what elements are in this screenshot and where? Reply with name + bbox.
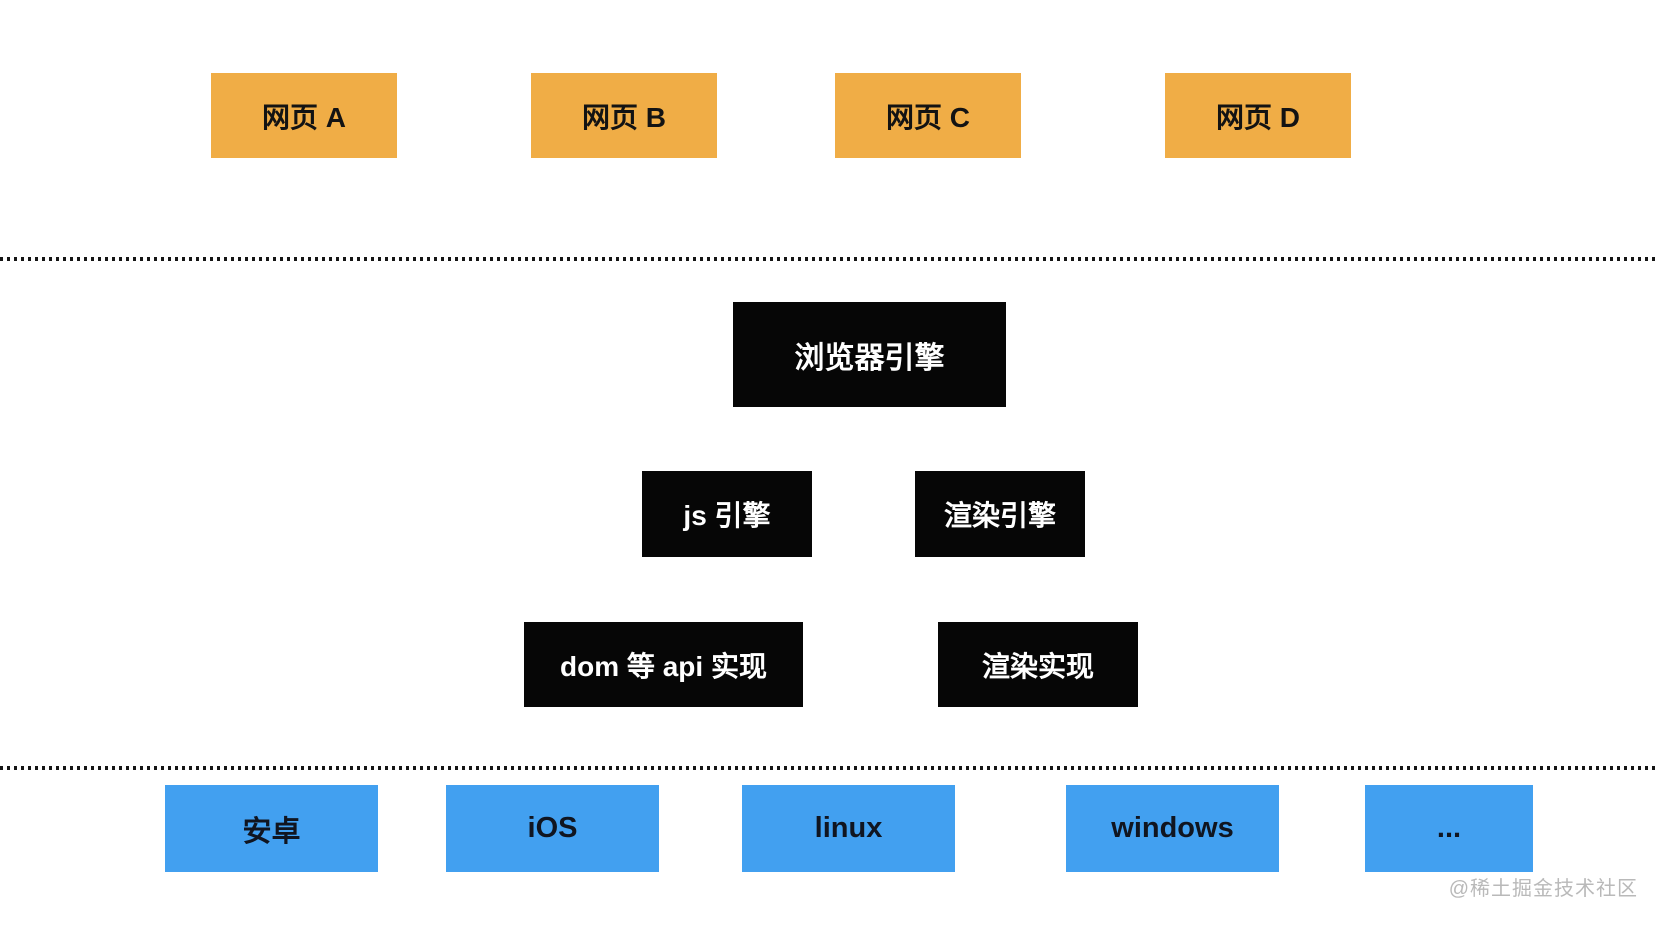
platform-linux-box: linux bbox=[742, 785, 955, 872]
platform-android-box: 安卓 bbox=[165, 785, 378, 872]
platform-ellipsis-box: ... bbox=[1365, 785, 1533, 872]
render-engine-box: 渲染引擎 bbox=[915, 471, 1085, 557]
web-page-c-box: 网页 C bbox=[835, 73, 1021, 158]
web-page-d-box: 网页 D bbox=[1165, 73, 1351, 158]
js-engine-box: js 引擎 bbox=[642, 471, 812, 557]
top-dotted-separator bbox=[0, 257, 1656, 261]
platform-ios-box: iOS bbox=[446, 785, 659, 872]
bottom-dotted-separator bbox=[0, 766, 1656, 770]
web-page-b-box: 网页 B bbox=[531, 73, 717, 158]
web-page-a-box: 网页 A bbox=[211, 73, 397, 158]
browser-engine-box: 浏览器引擎 bbox=[733, 302, 1006, 407]
platform-windows-box: windows bbox=[1066, 785, 1279, 872]
dom-api-implementation-box: dom 等 api 实现 bbox=[524, 622, 803, 707]
render-implementation-box: 渲染实现 bbox=[938, 622, 1138, 707]
watermark: @稀土掘金技术社区 bbox=[1448, 878, 1638, 900]
